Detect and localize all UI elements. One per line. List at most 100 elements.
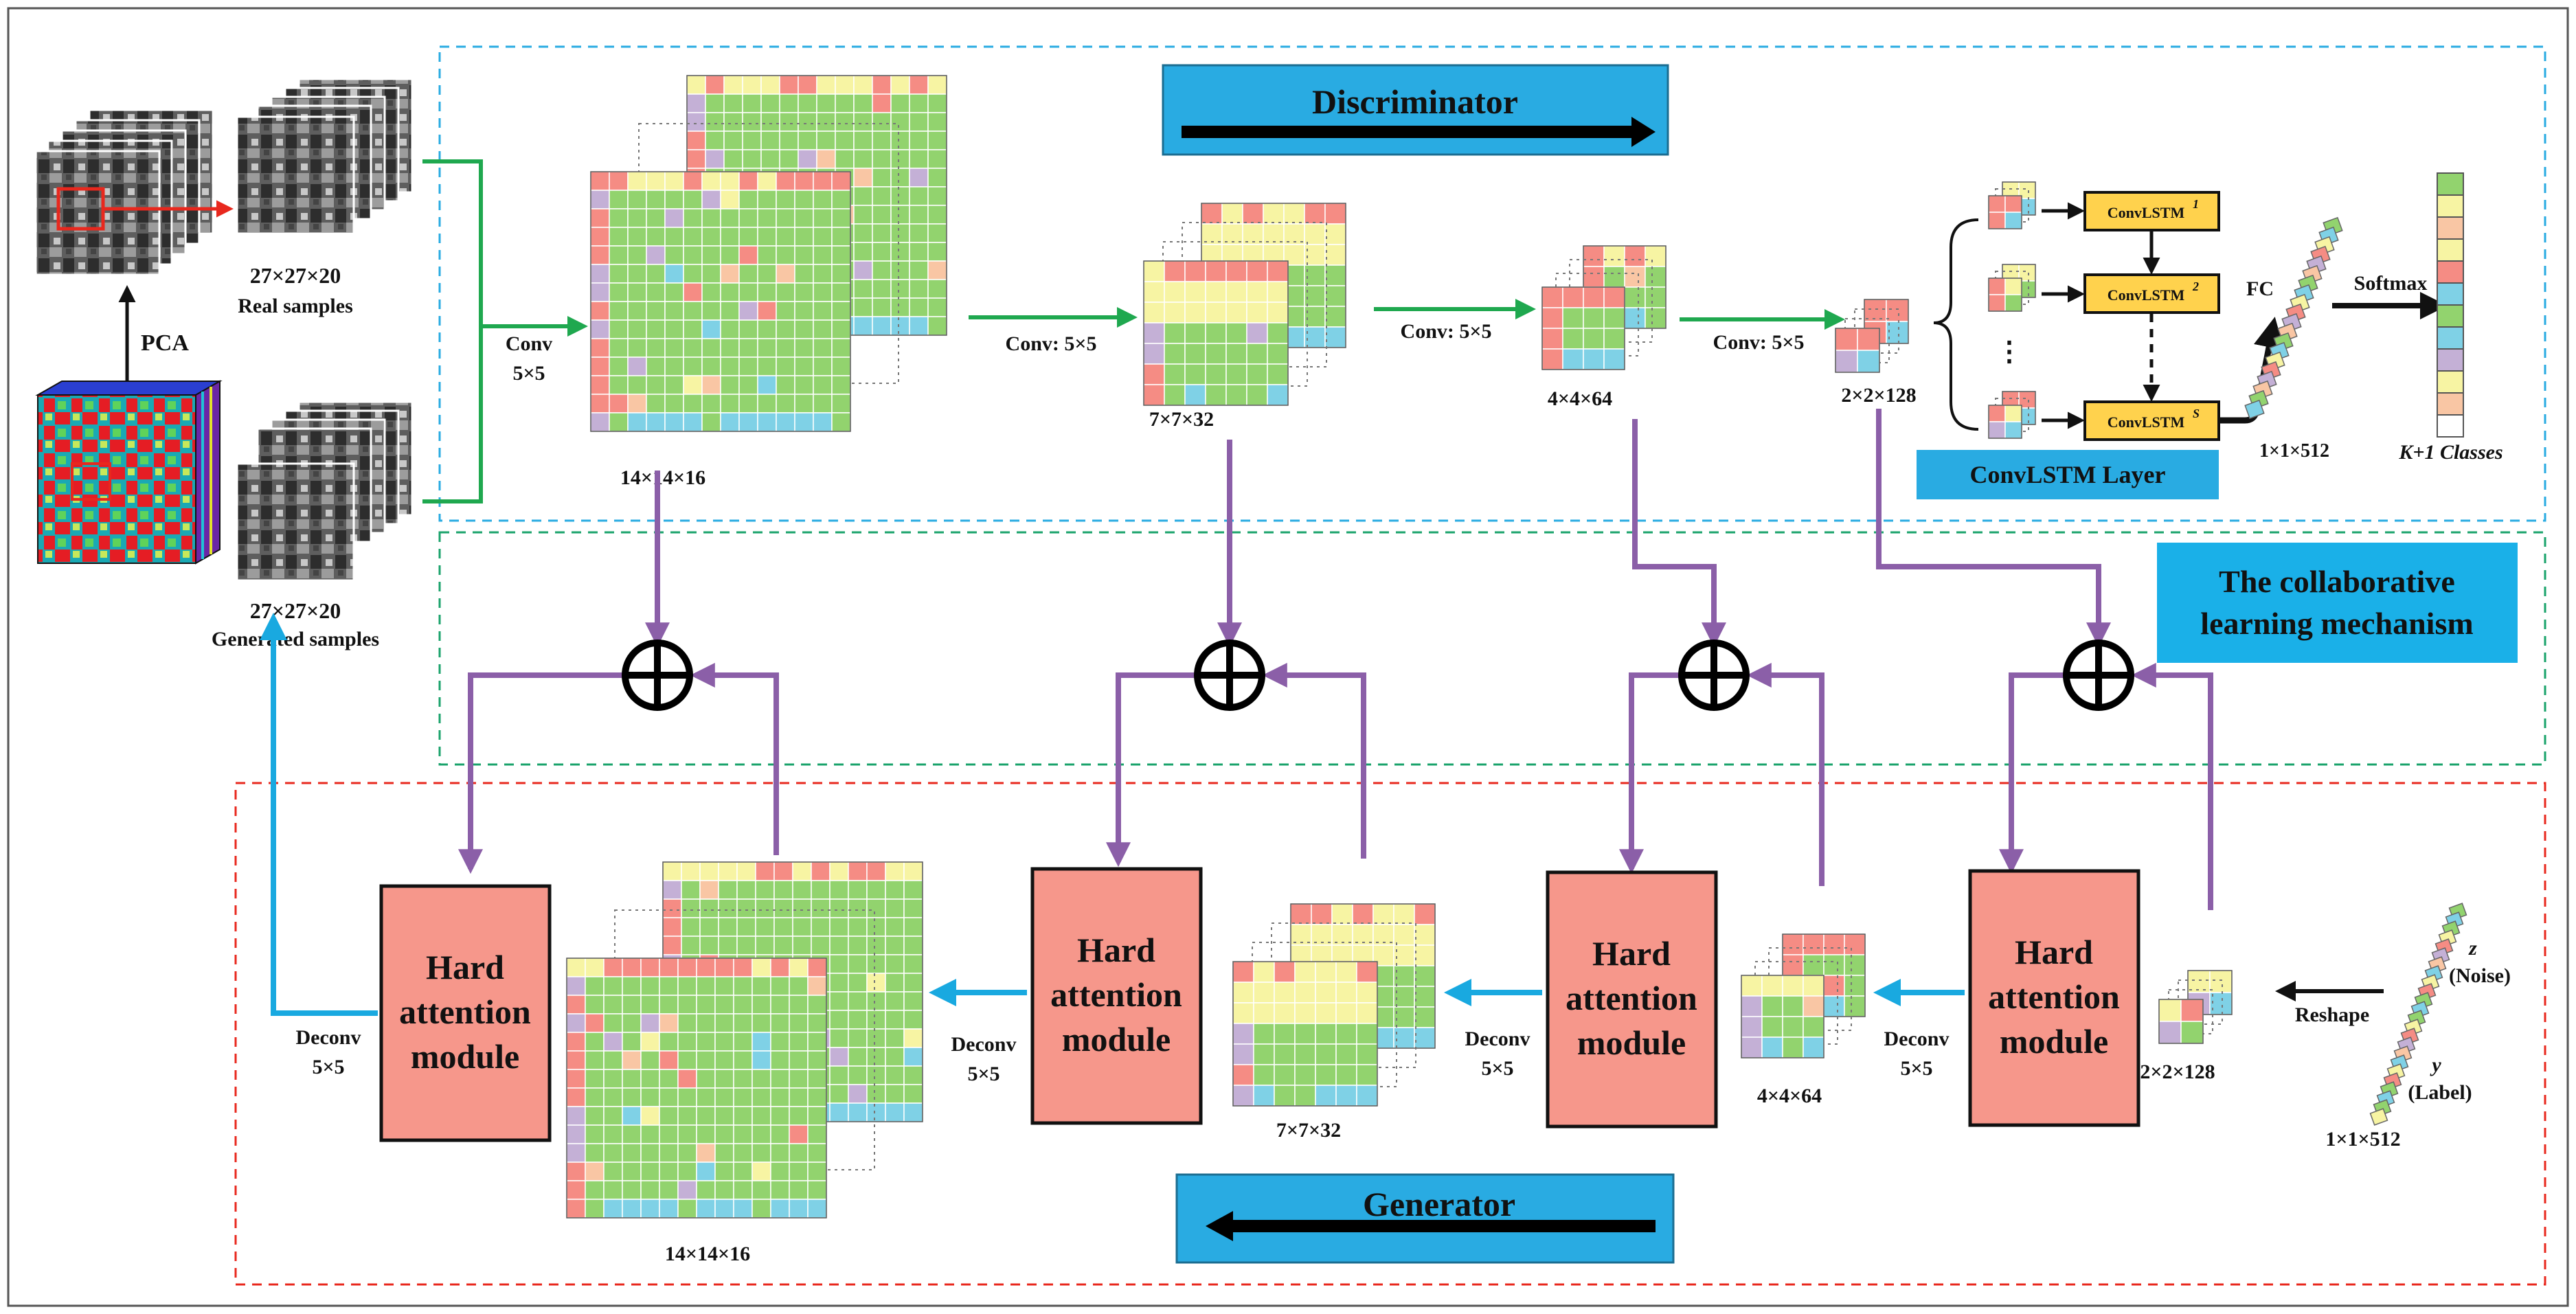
convlstm-sup-2: 2 xyxy=(2192,280,2199,293)
convlstm-input-cube-3 xyxy=(1988,391,2036,439)
disc-feature-map-2x2x128 xyxy=(1835,299,1909,373)
disc-size-4: 2×2×128 xyxy=(1841,384,1916,407)
hard-attention-module-4: Hard attention module xyxy=(1968,869,2140,1127)
noise-label-vector xyxy=(2369,903,2467,1126)
hard-attention-module-3: Hard attention module xyxy=(1546,870,1718,1129)
conv-label-3: Conv: 5×5 xyxy=(1401,320,1492,343)
z-label: z xyxy=(2468,937,2477,960)
fc-label: FC xyxy=(2246,277,2274,300)
generated-samples-stack xyxy=(236,400,414,582)
deconv-label-3: Deconv xyxy=(1465,1028,1530,1050)
deconv-label-2: Deconv xyxy=(951,1033,1017,1056)
convlstm-cell-s-label: ConvLSTM xyxy=(2108,414,2185,431)
disc-size-5: 1×1×512 xyxy=(2259,440,2329,462)
label-label: (Label) xyxy=(2408,1081,2472,1104)
svg-text:module: module xyxy=(1062,1020,1171,1058)
real-samples-stack xyxy=(236,78,414,235)
pca-label: PCA xyxy=(141,330,189,356)
convlstm-cell-2: ConvLSTM 2 xyxy=(2083,273,2220,314)
svg-text:attention: attention xyxy=(1050,975,1182,1014)
svg-text:module: module xyxy=(1577,1023,1686,1062)
svg-text:Hard: Hard xyxy=(2015,933,2093,971)
oplus-2 xyxy=(1194,639,1265,711)
disc-size-1: 14×14×16 xyxy=(620,466,705,489)
svg-text:Hard: Hard xyxy=(426,948,504,986)
deconv-label-1: Deconv xyxy=(296,1026,361,1049)
samples-merge-line xyxy=(422,159,483,503)
disc-feature-map-4x4x64 xyxy=(1541,245,1667,370)
classes-label: K+1 Classes xyxy=(2398,441,2502,464)
oplus-1 xyxy=(622,639,693,711)
collaborative-region xyxy=(438,531,2546,766)
convlstm-layer-badge: ConvLSTM Layer xyxy=(1917,450,2219,499)
gen-size-1: 14×14×16 xyxy=(665,1243,750,1265)
deconv-arrows xyxy=(260,613,1965,1016)
gen-feature-map-2x2x128 xyxy=(2158,970,2233,1044)
convlstm-input-dots: ⋮ xyxy=(1996,336,2023,367)
gen-feature-map-14x14x16 xyxy=(566,861,923,1219)
discriminator-banner: Discriminator xyxy=(1162,64,1669,156)
svg-text:module: module xyxy=(411,1037,519,1076)
gen-size-2: 7×7×32 xyxy=(1276,1119,1341,1142)
gen-size-5: 1×1×512 xyxy=(2325,1128,2400,1151)
convlstm-cell-1: ConvLSTM 1 xyxy=(2083,191,2220,231)
deconv-k-1: 5×5 xyxy=(312,1056,344,1078)
conv-label-2: Conv: 5×5 xyxy=(1006,332,1097,355)
convlstm-sup-1: 1 xyxy=(2193,197,2199,211)
real-samples-label: Real samples xyxy=(238,295,353,317)
discriminator-title: Discriminator xyxy=(1312,82,1518,121)
generated-samples-label: Generated samples xyxy=(212,628,379,650)
hard-attention-module-1: Hard attention module xyxy=(379,884,552,1142)
disc-size-3: 4×4×64 xyxy=(1548,387,1612,410)
softmax-label: Softmax xyxy=(2354,272,2428,295)
svg-text:Hard: Hard xyxy=(1592,934,1671,973)
gen-size-3: 4×4×64 xyxy=(1757,1085,1822,1107)
deconv-k-4: 5×5 xyxy=(1900,1057,1932,1080)
svg-text:module: module xyxy=(2000,1022,2108,1061)
disc-feature-map-14x14x16 xyxy=(590,75,947,432)
gen-feature-map-4x4x64 xyxy=(1741,933,1866,1058)
disc-size-2: 7×7×32 xyxy=(1149,408,1214,431)
convlstm-input-cube-2 xyxy=(1988,264,2036,312)
gen-feature-map-7x7x32 xyxy=(1232,903,1436,1107)
conv-kernel-label: 5×5 xyxy=(512,362,545,385)
deconv-k-2: 5×5 xyxy=(967,1063,999,1085)
fc-vector-1x1x512 xyxy=(2244,216,2343,420)
convlstm-input-cube-1 xyxy=(1988,181,2036,229)
oplus-3 xyxy=(1678,639,1750,711)
svg-text:Hard: Hard xyxy=(1077,931,1155,969)
svg-text:attention: attention xyxy=(399,993,531,1031)
oplus-4 xyxy=(2063,639,2134,711)
deconv-k-3: 5×5 xyxy=(1481,1057,1513,1080)
generator-banner: Generator xyxy=(1175,1173,1675,1264)
collab-line2: learning mechanism xyxy=(2200,606,2473,641)
y-label: y xyxy=(2430,1054,2441,1076)
generator-region xyxy=(234,782,2546,1286)
hard-attention-module-2: Hard attention module xyxy=(1030,867,1203,1125)
convlstm-cell-2-label: ConvLSTM xyxy=(2108,286,2185,304)
convlstm-sup-s: S xyxy=(2193,407,2200,420)
convlstm-cell-1-label: ConvLSTM xyxy=(2108,204,2185,221)
conv-label: Conv xyxy=(506,332,552,355)
outer-frame xyxy=(7,7,2569,1307)
pca-image-stack xyxy=(34,109,214,276)
noise-label: (Noise) xyxy=(2449,964,2511,987)
collaborative-label-box: The collaborative learning mechanism xyxy=(2157,543,2518,663)
generator-title: Generator xyxy=(1363,1185,1515,1223)
disc-feature-map-7x7x32 xyxy=(1143,203,1346,406)
convlstm-cell-s: ConvLSTM S xyxy=(2083,400,2220,441)
gen-size-label: 27×27×20 xyxy=(250,598,341,623)
collab-links xyxy=(458,409,2213,910)
convlstm-layer-label: ConvLSTM Layer xyxy=(1969,461,2165,488)
convlstm-brace xyxy=(1933,218,1979,431)
svg-text:attention: attention xyxy=(1988,977,2120,1016)
discriminator-region xyxy=(438,45,2546,522)
hyperspectral-cube xyxy=(35,380,223,565)
real-size-label: 27×27×20 xyxy=(250,263,341,288)
gen-size-4: 2×2×128 xyxy=(2140,1061,2215,1083)
deconv-label-4: Deconv xyxy=(1884,1028,1950,1050)
conv-label-4: Conv: 5×5 xyxy=(1713,331,1805,354)
class-probability-bar xyxy=(2437,172,2464,438)
svg-text:attention: attention xyxy=(1566,979,1697,1017)
